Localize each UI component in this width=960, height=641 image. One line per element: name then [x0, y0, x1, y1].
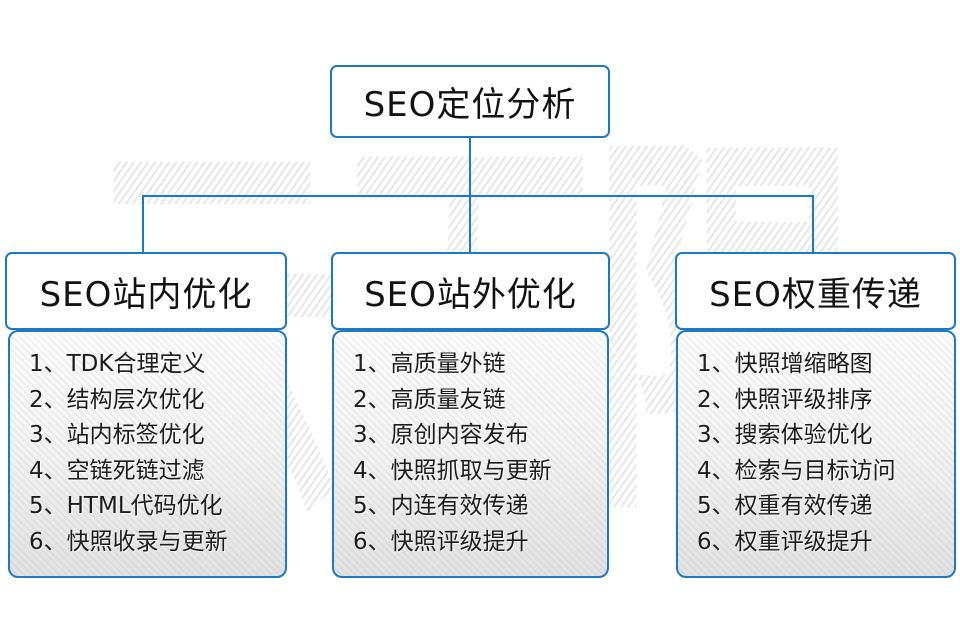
list-item: 5、内连有效传递 [353, 493, 529, 519]
connector-drop-right [812, 195, 814, 253]
root-node: SEO定位分析 [330, 65, 610, 138]
list-item: 5、权重有效传递 [697, 493, 873, 519]
list-item: 4、空链死链过滤 [29, 457, 205, 484]
list-item: 6、快照评级提升 [353, 528, 529, 555]
list-item: 5、HTML代码优化 [29, 493, 223, 519]
connector-drop-left [142, 195, 144, 253]
column-offsite-title: SEO站外优化 [364, 274, 577, 315]
column-onsite-header: SEO站内优化 [5, 252, 287, 330]
list-item: 1、快照增缩略图 [697, 351, 873, 377]
list-item: 1、TDK合理定义 [29, 351, 206, 377]
list-item: 2、快照评级排序 [697, 386, 873, 413]
column-onsite-list: 1、TDK合理定义 2、结构层次优化 3、站内标签优化 4、空链死链过滤 5、H… [8, 330, 287, 578]
column-weight-title: SEO权重传递 [709, 274, 922, 315]
column-onsite-title: SEO站内优化 [39, 274, 253, 315]
list-item: 4、检索与目标访问 [697, 457, 896, 484]
list-item: 3、站内标签优化 [29, 422, 205, 448]
column-weight-list: 1、快照增缩略图 2、快照评级排序 3、搜索体验优化 4、检索与目标访问 5、权… [676, 330, 956, 578]
column-weight-header: SEO权重传递 [675, 252, 956, 330]
root-node-title: SEO定位分析 [363, 85, 577, 125]
list-item: 3、搜索体验优化 [697, 422, 873, 448]
column-offsite-list: 1、高质量外链 2、高质量友链 3、原创内容发布 4、快照抓取与更新 5、内连有… [332, 330, 609, 578]
list-item: 2、高质量友链 [353, 386, 506, 413]
list-item: 2、结构层次优化 [29, 386, 205, 413]
connector-drop-middle [469, 195, 471, 253]
list-item: 3、原创内容发布 [353, 422, 529, 448]
connector-root-stem [469, 138, 471, 196]
list-item: 6、权重评级提升 [697, 528, 873, 555]
list-item: 1、高质量外链 [353, 351, 506, 377]
list-item: 6、快照收录与更新 [29, 528, 228, 555]
connector-horizontal [142, 195, 814, 197]
list-item: 4、快照抓取与更新 [353, 457, 552, 484]
column-offsite-header: SEO站外优化 [331, 252, 610, 330]
